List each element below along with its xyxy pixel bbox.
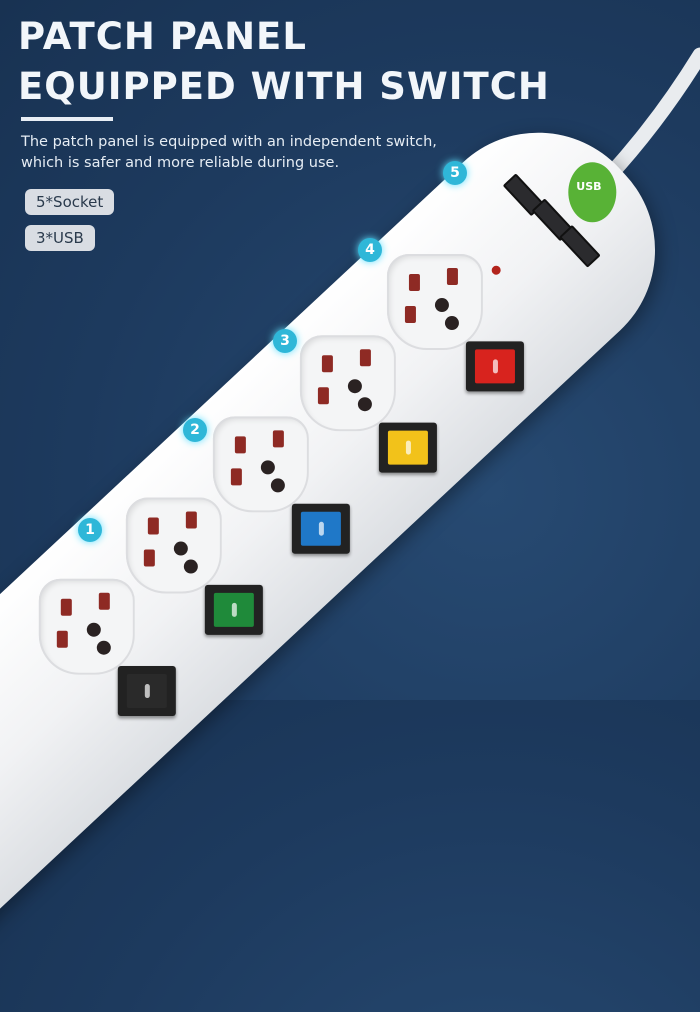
switch-rocker[interactable] (300, 511, 341, 546)
socket-pin (446, 268, 458, 286)
socket-pin (86, 622, 101, 637)
socket-pin (272, 430, 284, 448)
socket-pin (357, 397, 372, 412)
heading-line-1: PATCH PANEL (18, 15, 307, 58)
description: The patch panel is equipped with an inde… (21, 132, 437, 174)
socket-pin (143, 549, 155, 567)
socket-pin (230, 468, 242, 486)
socket-pin (56, 630, 68, 648)
page-heading: PATCH PANEL EQUIPPED WITH SWITCH (18, 12, 550, 112)
tag-usb: 3*USB (25, 225, 95, 251)
socket-2 (125, 497, 222, 594)
sticker-text: USB (576, 180, 602, 194)
socket-pin (98, 592, 110, 610)
number-badge-5: 5 (443, 161, 467, 185)
socket-pin (147, 517, 159, 535)
usb-sticker: USB (568, 162, 617, 223)
socket-pin (173, 541, 188, 556)
switch-5[interactable] (465, 341, 524, 392)
tag-sockets: 5*Socket (25, 189, 115, 215)
socket-pin (321, 355, 333, 373)
switch-3[interactable] (291, 503, 350, 554)
switch-rocker[interactable] (387, 430, 428, 465)
socket-pin (260, 460, 275, 475)
socket-pin (359, 349, 371, 367)
description-line-1: The patch panel is equipped with an inde… (21, 134, 437, 150)
socket-4 (299, 335, 396, 432)
heading-line-2: EQUIPPED WITH SWITCH (18, 65, 550, 108)
heading-divider (21, 117, 113, 121)
switch-rocker[interactable] (213, 592, 254, 627)
number-badge-2: 2 (183, 418, 207, 442)
switch-1[interactable] (117, 666, 176, 717)
power-cord (602, 47, 700, 183)
socket-1 (38, 578, 135, 675)
socket-pin (183, 559, 198, 574)
switch-rocker[interactable] (126, 674, 167, 709)
socket-5 (386, 254, 483, 351)
switch-4[interactable] (378, 422, 437, 473)
description-line-2: which is safer and more reliable during … (21, 155, 340, 171)
socket-pin (317, 387, 329, 405)
switch-2[interactable] (204, 584, 263, 635)
socket-pin (270, 478, 285, 493)
socket-pin (347, 379, 362, 394)
socket-pin (185, 511, 197, 529)
number-badge-1: 1 (78, 518, 102, 542)
socket-pin (404, 306, 416, 324)
socket-3 (212, 416, 309, 513)
socket-pin (96, 640, 111, 655)
socket-pin (234, 436, 246, 454)
socket-pin (434, 298, 449, 313)
socket-pin (408, 274, 420, 292)
number-badge-4: 4 (358, 238, 382, 262)
number-badge-3: 3 (273, 329, 297, 353)
socket-pin (60, 598, 72, 616)
switch-rocker[interactable] (474, 349, 515, 384)
socket-pin (444, 316, 459, 331)
